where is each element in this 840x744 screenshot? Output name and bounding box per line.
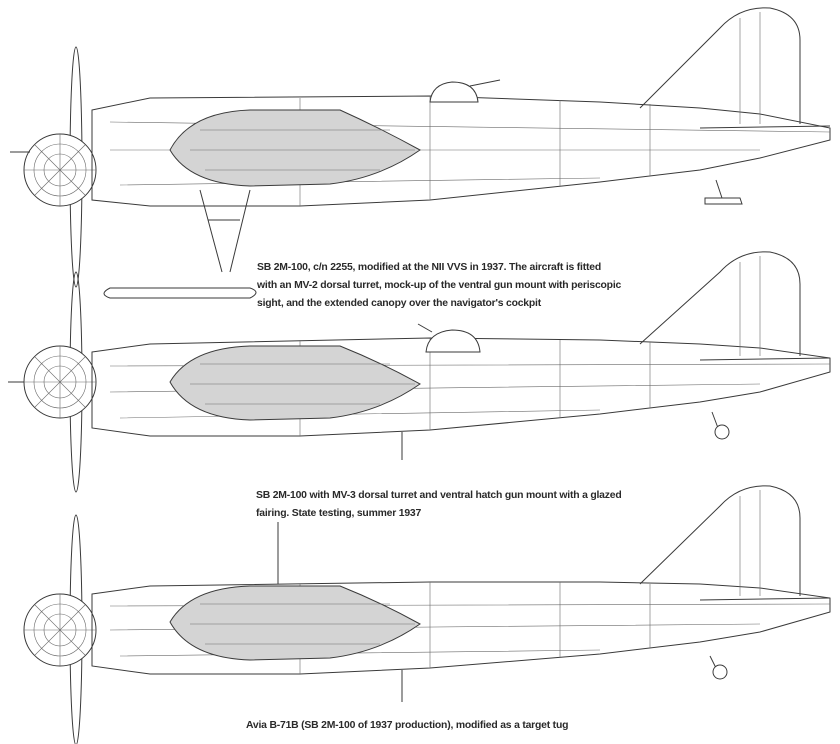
tail-fin	[639, 485, 801, 596]
tailplane	[699, 125, 831, 129]
aircraft-profile-1	[10, 7, 831, 299]
engine-nacelle	[169, 345, 421, 421]
caption-line: fairing. State testing, summer 1937	[256, 508, 422, 519]
tailplane	[699, 597, 831, 601]
caption-sb-nii-vvs: SB 2M-100, c/n 2255, modified at the NII…	[257, 259, 621, 313]
tail-wheel	[711, 411, 730, 440]
caption-line: with an MV-2 dorsal turret, mock-up of t…	[257, 280, 622, 291]
caption-line: Avia B-71B (SB 2M-100 of 1937 production…	[246, 720, 569, 731]
ski-undercarriage	[103, 189, 257, 299]
tailplane	[699, 357, 831, 361]
engine-cowling	[10, 133, 97, 207]
aircraft-profile-2	[8, 251, 831, 493]
engine-cowling	[23, 593, 97, 667]
tail-fin	[639, 7, 801, 124]
fuselage	[91, 337, 831, 437]
fuselage	[91, 95, 831, 207]
fuselage	[91, 581, 831, 675]
engine-cowling	[8, 345, 97, 419]
tail-fin	[639, 251, 801, 356]
tail-ski	[704, 197, 743, 205]
caption-avia-b71b: Avia B-71B (SB 2M-100 of 1937 production…	[246, 717, 568, 735]
caption-line: SB 2M-100, c/n 2255, modified at the NII…	[257, 262, 601, 273]
dorsal-turret	[429, 79, 501, 103]
caption-line: sight, and the extended canopy over the …	[257, 298, 541, 309]
dorsal-turret	[417, 323, 481, 353]
engine-nacelle	[169, 109, 421, 187]
engine-nacelle	[169, 585, 421, 661]
aircraft-profile-3	[23, 485, 831, 744]
tail-wheel	[709, 655, 728, 680]
caption-sb-mv3: SB 2M-100 with MV-3 dorsal turret and ve…	[256, 487, 622, 523]
caption-line: SB 2M-100 with MV-3 dorsal turret and ve…	[256, 490, 622, 501]
